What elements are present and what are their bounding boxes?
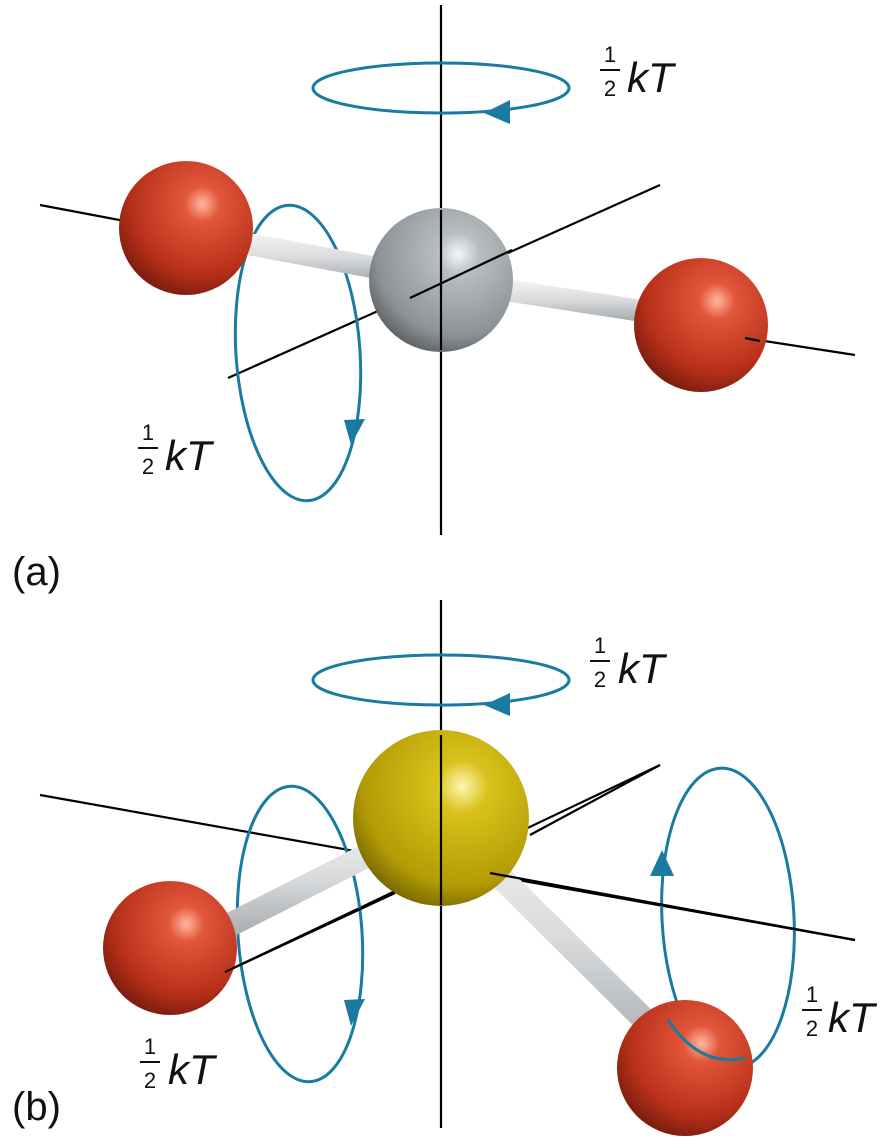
fraction-denominator: 2 [142,454,154,479]
axis-diagonal-over-b [224,892,396,973]
fraction-numerator: 1 [144,1034,156,1059]
rotation-arrow-top-b [311,653,571,707]
oxygen-atom-right-a [634,258,768,392]
fraction-denominator: 2 [806,1016,818,1041]
energy-label-right-b: 1 2 kT [802,982,878,1041]
energy-symbol: kT [168,1046,218,1093]
rotation-arrow-top-a [311,61,571,115]
energy-label-left-b: 1 2 kT [140,1034,218,1093]
fraction-numerator: 1 [594,633,606,658]
energy-symbol: kT [828,994,878,1041]
oxygen-atom-left-b [103,881,237,1015]
fraction-numerator: 1 [142,420,154,445]
fraction-denominator: 2 [604,76,616,101]
axis-molecular-left-a [39,203,131,224]
fraction-numerator: 1 [604,42,616,67]
arrowhead-top-b [484,693,510,716]
energy-symbol: kT [165,432,215,479]
arrowhead-left-a [344,419,365,445]
arrowhead-right-b [650,850,674,876]
energy-label-left-a: 1 2 kT [138,420,215,479]
oxygen-atom-right-b [617,1000,753,1136]
axis-diagonal-over-a [409,249,513,299]
panel-a: 1 2 kT 1 2 kT (a) [12,5,856,594]
rotation-arrow-left-b [235,784,365,1084]
panel-label-b: (b) [12,1085,61,1129]
panel-b: 1 2 kT 1 2 kT 1 2 kT (b) [12,600,878,1136]
arrowhead-left-b [344,999,365,1026]
energy-label-top-b: 1 2 kT [590,633,668,692]
fraction-numerator: 1 [806,982,818,1007]
axis-long-over-b [489,871,856,942]
rotation-arrow-right-front-b [666,1019,746,1062]
energy-symbol: kT [627,54,677,101]
fraction-denominator: 2 [594,667,606,692]
axis-diagonal-upper-b [529,764,661,836]
arrowhead-top-a [484,100,510,124]
rotation-arrow-left-a [233,203,363,503]
axis-right-over-a [744,336,761,343]
fraction-denominator: 2 [144,1068,156,1093]
panel-label-a: (a) [12,550,61,594]
energy-label-top-a: 1 2 kT [600,42,677,101]
energy-symbol: kT [618,645,668,692]
oxygen-atom-left-a [119,161,253,295]
